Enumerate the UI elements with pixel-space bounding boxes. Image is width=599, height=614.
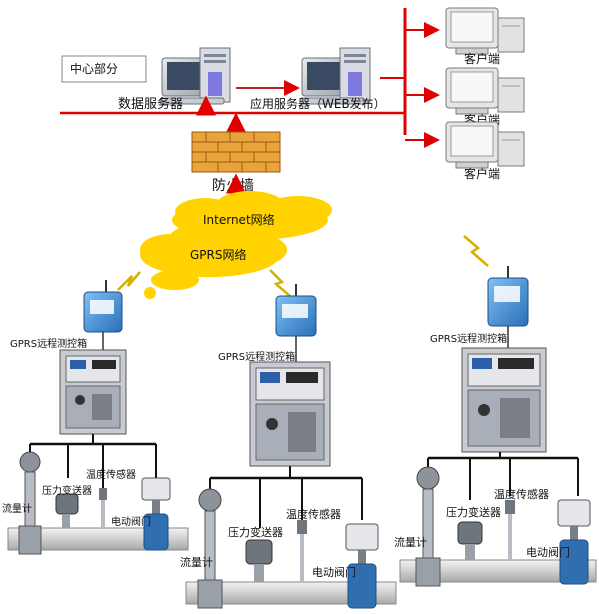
station-1-valve-label: 电动阀门 [111,515,151,528]
flowmeter-2-icon [197,488,223,609]
data-server-icon [159,47,231,105]
electric-valve-3-icon [557,499,591,585]
station-3-flowmeter-label: 流量计 [394,535,427,549]
pressure-transmitter-3-icon [457,521,483,560]
client-monitor-1-icon [445,7,525,55]
center-label: 中心部分 [70,61,118,76]
station-2-box-label: GPRS远程测控箱 [218,350,295,363]
electric-valve-2-icon [345,523,379,609]
station-1: GPRS远程测控箱 流量计 压力变送器 [2,280,189,555]
station-3-temperature-label: 温度传感器 [494,487,549,501]
wireless-signal-icon [463,235,489,267]
gprs-modem-1-icon [83,280,123,350]
station-2-pipe [185,581,397,605]
flowmeter-1-icon [18,451,42,555]
temperature-sensor-1-icon [99,488,107,528]
firewall-icon [191,131,281,173]
control-cabinet-2-icon [249,361,331,467]
client-monitor-2-icon [445,67,525,115]
station-1-pipe [7,527,189,551]
client-monitor-3-icon [445,121,525,169]
station-2-valve-label: 电动阀门 [312,565,356,579]
station-2-temperature-label: 温度传感器 [286,507,341,521]
control-cabinet-3-icon [461,347,547,453]
temperature-sensor-2-icon [297,520,307,582]
electric-valve-1-icon [141,477,171,551]
center-label-box: 中心部分 [61,55,147,83]
station-1-temperature-label: 温度传感器 [86,468,136,481]
station-3-pressure-label: 压力变送器 [446,505,501,519]
station-3-box-label: GPRS远程测控箱 [430,332,507,345]
client-label-3: 客户端 [464,166,500,181]
internet-cloud-icon [172,191,332,240]
station-1-pressure-label: 压力变送器 [42,484,92,497]
station-2-flowmeter-label: 流量计 [180,555,213,569]
gprs-label: GPRS网络 [190,247,247,262]
station-3-pipe [399,559,597,583]
wireless-signal-icon [269,269,291,297]
station-3: GPRS远程测控箱 流量计 压力变送器 [394,266,597,587]
client-label-1: 客户端 [464,51,500,66]
flowmeter-3-icon [415,466,441,587]
gprs-modem-2-icon [275,284,317,362]
pressure-transmitter-1-icon [55,493,79,528]
gprs-modem-3-icon [487,266,529,348]
data-server-label: 数据服务器 [118,96,183,112]
internet-label: Internet网络 [203,212,275,227]
gprs-cloud-icon [140,224,287,299]
station-2-pressure-label: 压力变送器 [228,525,283,539]
app-server-label: 应用服务器（WEB发布） [250,96,386,111]
station-3-valve-label: 电动阀门 [526,545,570,559]
station-1-flowmeter-label: 流量计 [2,502,32,515]
station-2: GPRS远程测控箱 流量计 压力变送器 [180,284,397,609]
temperature-sensor-3-icon [505,500,515,560]
app-server-icon [299,47,371,105]
station-1-box-label: GPRS远程测控箱 [10,337,87,350]
control-cabinet-1-icon [59,349,127,435]
wireless-signal-icon [117,271,141,291]
pressure-transmitter-2-icon [245,539,273,582]
